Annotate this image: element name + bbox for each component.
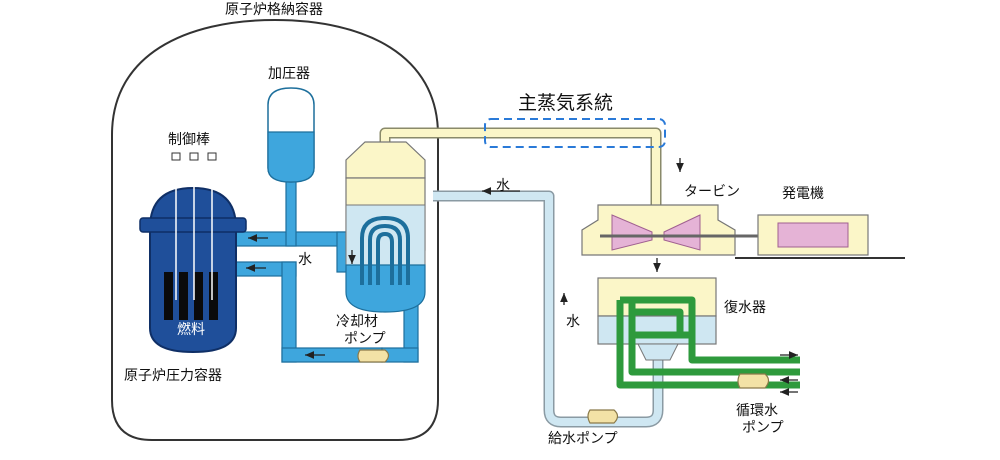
- reactor-pressure-vessel-shape: [139, 186, 247, 354]
- water-primary-label: 水: [298, 252, 312, 268]
- feedwater-pump-label: 給水ポンプ: [548, 431, 618, 447]
- containment-vessel: [111, 18, 439, 441]
- water-feed-side-label: 水: [566, 314, 580, 330]
- main-steam-system-box: [484, 118, 666, 148]
- circulation-pump: [737, 373, 770, 389]
- control-rods-label: 制御棒: [168, 132, 210, 148]
- circulation-pump-label-line2: ポンプ: [742, 420, 784, 436]
- circulation-pump-label-line1: 循環水: [736, 403, 778, 419]
- flow-arrows: [246, 158, 798, 396]
- steam-generator: [345, 141, 426, 313]
- main-steam-system-label: 主蒸気系統: [518, 92, 614, 114]
- generator-label: 発電機: [782, 186, 824, 202]
- pressurizer: [267, 87, 315, 183]
- fuel-rods: [164, 272, 218, 320]
- fuel-label: 燃料: [177, 322, 205, 338]
- condenser: [597, 277, 717, 361]
- generator: [757, 214, 869, 256]
- coolant-pump: [357, 349, 390, 363]
- control-rods: [175, 160, 213, 300]
- reactor-pressure-vessel-label: 原子炉圧力容器: [124, 368, 222, 384]
- water-feed-top-label: 水: [496, 178, 510, 194]
- condenser-label: 復水器: [724, 300, 766, 316]
- pressurizer-label: 加圧器: [268, 66, 310, 82]
- containment-vessel-label: 原子炉格納容器: [225, 2, 323, 18]
- turbine-label: タービン: [684, 184, 740, 200]
- coolant-pump-label-line1: 冷却材: [336, 314, 378, 330]
- feedwater-pump: [587, 409, 619, 424]
- turbine: [581, 204, 760, 256]
- coolant-pump-label-line2: ポンプ: [344, 331, 386, 347]
